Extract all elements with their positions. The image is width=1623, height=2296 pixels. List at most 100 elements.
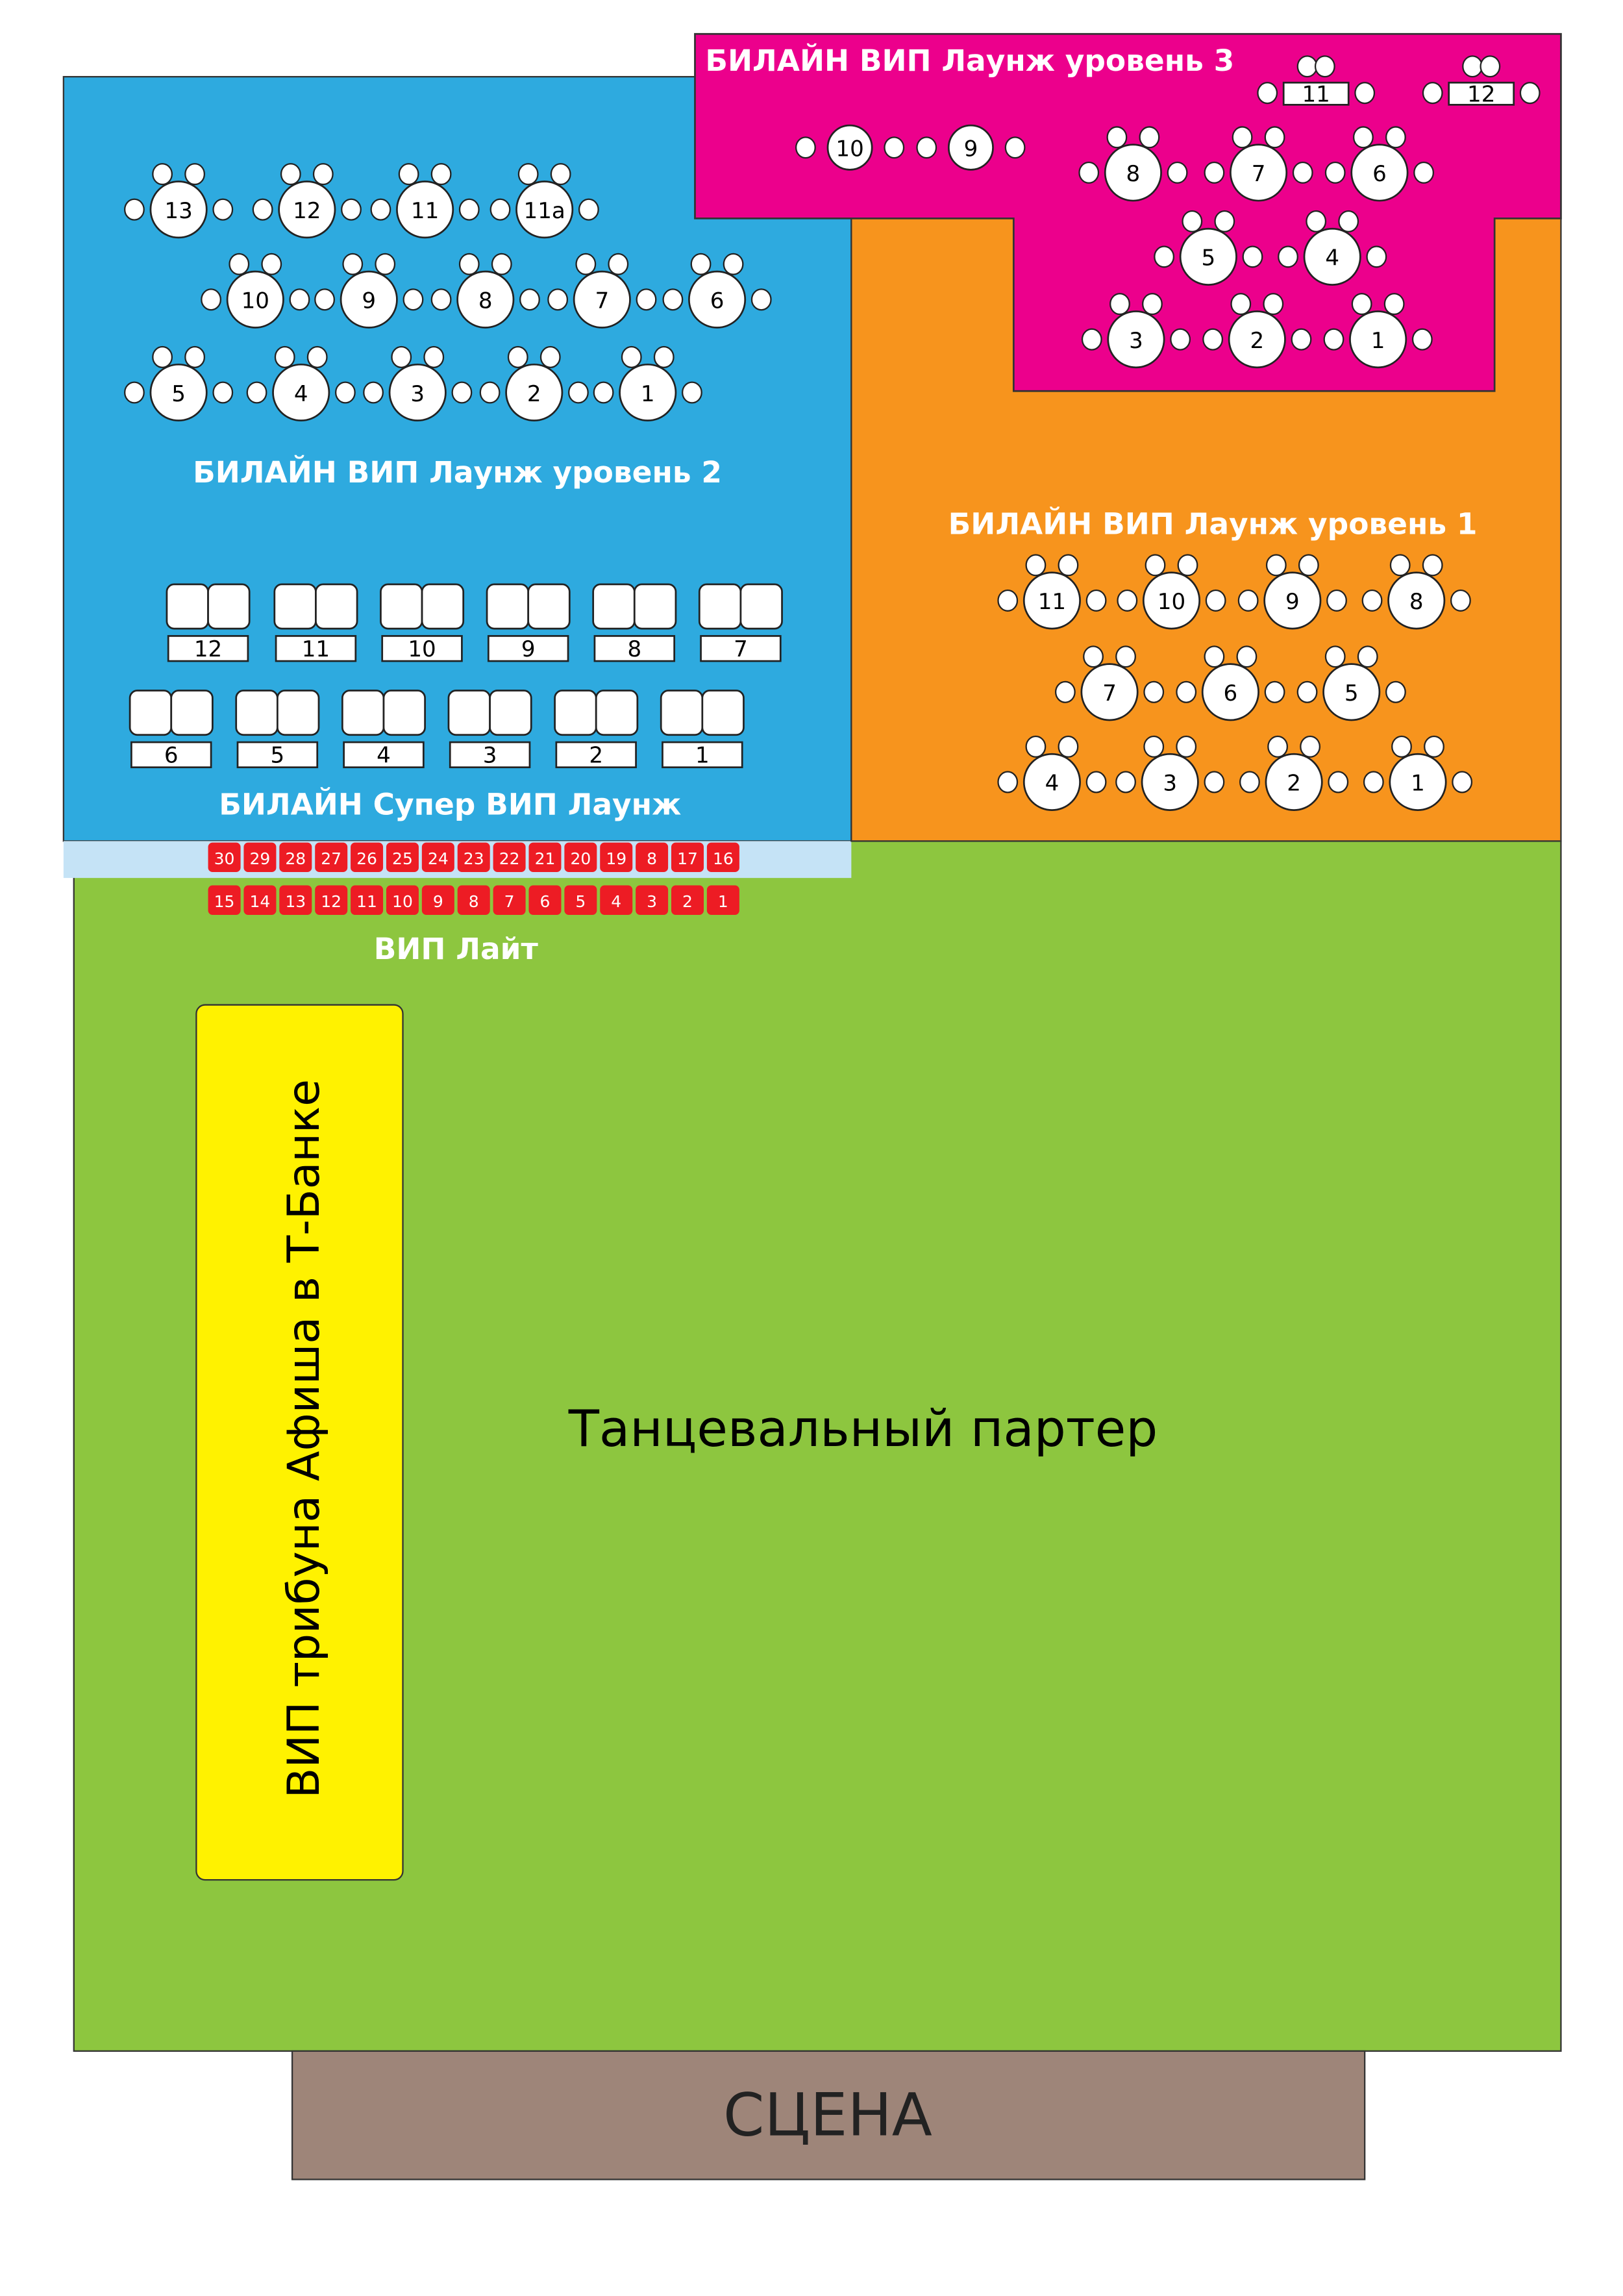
vip-lite-seat[interactable]: 5 bbox=[564, 885, 597, 915]
level1-table[interactable]: 1 bbox=[1363, 735, 1473, 811]
level3-table[interactable]: 3 bbox=[1081, 293, 1191, 369]
vip-lite-seat[interactable]: 4 bbox=[600, 885, 633, 915]
level3-table[interactable]: 7 bbox=[1204, 126, 1313, 202]
level1-table[interactable]: 2 bbox=[1239, 735, 1349, 811]
vip-lite-seat[interactable]: 7 bbox=[493, 885, 526, 915]
sofa-seat-icon bbox=[489, 690, 532, 736]
level2-table[interactable]: 5 bbox=[124, 345, 234, 422]
level1-table[interactable]: 4 bbox=[997, 735, 1107, 811]
sofa-table[interactable]: 6 bbox=[129, 690, 214, 769]
level2-table[interactable]: 8 bbox=[430, 253, 540, 329]
table-icon bbox=[505, 363, 564, 422]
level3-table[interactable]: 10 bbox=[795, 124, 905, 171]
chair-icon bbox=[430, 163, 452, 186]
zone-vip-tribune[interactable] bbox=[195, 1004, 404, 1881]
vip-lite-seat[interactable]: 15 bbox=[208, 885, 241, 915]
sofa-table[interactable]: 11 bbox=[273, 583, 358, 662]
vip-lite-seat[interactable]: 13 bbox=[279, 885, 312, 915]
sofa-table[interactable]: 4 bbox=[341, 690, 426, 769]
level2-table[interactable]: 11a bbox=[489, 163, 599, 239]
level2-table[interactable]: 2 bbox=[479, 345, 589, 422]
vip-lite-seat[interactable]: 2 bbox=[671, 885, 704, 915]
vip-lite-seat[interactable]: 27 bbox=[315, 842, 348, 873]
sofa-seat-icon bbox=[595, 690, 639, 736]
vip-lite-seat[interactable]: 14 bbox=[243, 885, 277, 915]
vip-lite-seat[interactable]: 29 bbox=[243, 842, 277, 873]
chair-icon bbox=[1264, 680, 1285, 703]
vip-lite-seat[interactable]: 8 bbox=[636, 842, 669, 873]
level3-table[interactable]: 2 bbox=[1202, 293, 1312, 369]
sofa-table[interactable]: 5 bbox=[235, 690, 320, 769]
sofa-table[interactable]: 8 bbox=[592, 583, 677, 662]
vip-lite-seat[interactable]: 19 bbox=[600, 842, 633, 873]
vip-lite-seat[interactable]: 16 bbox=[706, 842, 739, 873]
level3-table[interactable]: 8 bbox=[1078, 126, 1188, 202]
level3-table[interactable]: 5 bbox=[1154, 210, 1263, 286]
level2-table[interactable]: 13 bbox=[124, 163, 234, 239]
seat-number: 10 bbox=[392, 892, 413, 911]
vip-lite-seat[interactable]: 28 bbox=[279, 842, 312, 873]
level1-table[interactable]: 9 bbox=[1237, 554, 1347, 630]
sofa-table[interactable]: 10 bbox=[380, 583, 465, 662]
vip-lite-seat[interactable]: 6 bbox=[528, 885, 562, 915]
vip-lite-seat[interactable]: 12 bbox=[315, 885, 348, 915]
table-icon bbox=[1228, 310, 1286, 369]
vip-lite-seat[interactable]: 25 bbox=[386, 842, 419, 873]
sofa-table[interactable]: 1 bbox=[660, 690, 745, 769]
vip-lite-seat[interactable]: 11 bbox=[351, 885, 384, 915]
table-icon bbox=[149, 363, 208, 422]
chair-icon bbox=[997, 771, 1019, 793]
level1-table[interactable]: 7 bbox=[1054, 645, 1165, 721]
level2-table[interactable]: 9 bbox=[314, 253, 424, 329]
level3-table[interactable]: 6 bbox=[1324, 126, 1434, 202]
level1-table[interactable]: 10 bbox=[1117, 554, 1226, 630]
chair-icon bbox=[458, 253, 480, 275]
level3-rect-table[interactable]: 12 bbox=[1422, 55, 1541, 107]
vip-lite-seat[interactable]: 10 bbox=[386, 885, 419, 915]
level1-table[interactable]: 8 bbox=[1361, 554, 1471, 630]
sofa-table[interactable]: 2 bbox=[554, 690, 639, 769]
level2-table[interactable]: 10 bbox=[201, 253, 310, 329]
vip-lite-seat[interactable]: 1 bbox=[706, 885, 739, 915]
table-icon bbox=[1303, 227, 1361, 286]
chair-icon bbox=[1214, 210, 1235, 232]
sofa-table[interactable]: 12 bbox=[166, 583, 251, 662]
level1-table[interactable]: 6 bbox=[1176, 645, 1285, 721]
vip-lite-seat[interactable]: 24 bbox=[421, 842, 454, 873]
vip-lite-seat[interactable]: 21 bbox=[528, 842, 562, 873]
sofa-table[interactable]: 9 bbox=[486, 583, 571, 662]
sofa-table[interactable]: 3 bbox=[447, 690, 532, 769]
level2-table[interactable]: 1 bbox=[593, 345, 702, 422]
level2-table[interactable]: 11 bbox=[370, 163, 480, 239]
vip-lite-seat[interactable]: 3 bbox=[636, 885, 669, 915]
chair-icon bbox=[795, 136, 816, 159]
chair-icon bbox=[1257, 82, 1278, 105]
level2-table[interactable]: 4 bbox=[246, 345, 356, 422]
vip-lite-seat[interactable]: 22 bbox=[493, 842, 526, 873]
zone-level3[interactable] bbox=[694, 32, 1562, 392]
vip-lite-seat[interactable]: 8 bbox=[457, 885, 490, 915]
seat-number: 13 bbox=[285, 892, 306, 911]
vip-lite-seat[interactable]: 17 bbox=[671, 842, 704, 873]
level1-table[interactable]: 3 bbox=[1115, 735, 1225, 811]
vip-lite-seat[interactable]: 30 bbox=[208, 842, 241, 873]
vip-lite-seat[interactable]: 23 bbox=[457, 842, 490, 873]
level3-table[interactable]: 1 bbox=[1323, 293, 1433, 369]
level1-table[interactable]: 11 bbox=[997, 554, 1107, 630]
chair-icon bbox=[750, 288, 772, 311]
level1-table[interactable]: 5 bbox=[1296, 645, 1406, 721]
sofa-number: 11 bbox=[302, 636, 330, 662]
vip-lite-seat[interactable]: 9 bbox=[421, 885, 454, 915]
level2-table[interactable]: 7 bbox=[547, 253, 657, 329]
level3-table[interactable]: 4 bbox=[1278, 210, 1387, 286]
level2-table[interactable]: 12 bbox=[252, 163, 362, 239]
level3-rect-table[interactable]: 11 bbox=[1257, 55, 1376, 107]
chair-icon bbox=[1054, 680, 1076, 703]
vip-lite-seat[interactable]: 26 bbox=[351, 842, 384, 873]
level2-table[interactable]: 3 bbox=[363, 345, 473, 422]
sofa-table[interactable]: 7 bbox=[698, 583, 783, 662]
vip-lite-seat[interactable]: 20 bbox=[564, 842, 597, 873]
level3-table[interactable]: 9 bbox=[916, 124, 1026, 171]
level2-table[interactable]: 6 bbox=[662, 253, 772, 329]
table-number: 6 bbox=[1224, 680, 1238, 706]
